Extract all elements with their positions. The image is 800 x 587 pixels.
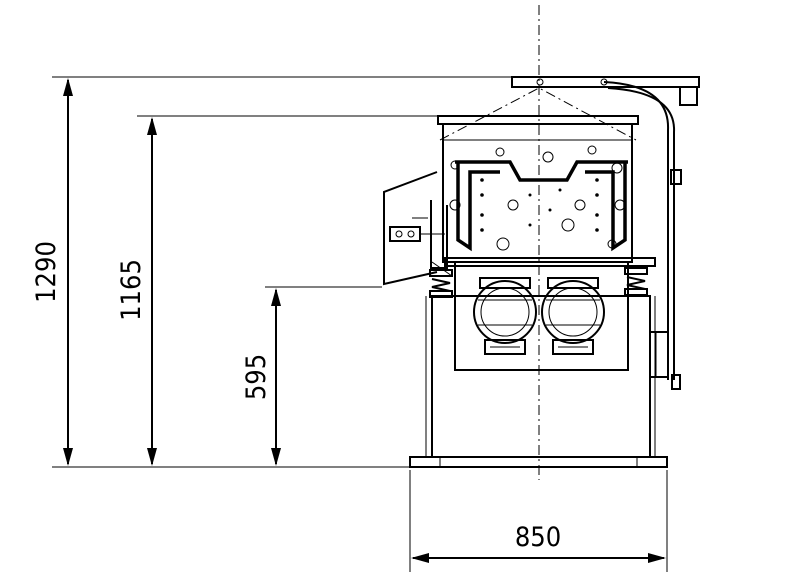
overhead-rail <box>511 76 700 390</box>
motor-left <box>473 277 537 355</box>
dimension-595: 595 <box>241 286 382 466</box>
outlet-door <box>383 171 453 286</box>
motor-right <box>541 277 605 355</box>
support-stand <box>425 295 656 458</box>
dimension-label-1165: 1165 <box>116 259 147 321</box>
dimension-1290: 1290 <box>31 76 520 468</box>
drum-body <box>437 87 639 263</box>
dimension-label-595: 595 <box>241 354 272 400</box>
vibrator-frame <box>444 257 656 371</box>
dimension-label-850: 850 <box>515 522 561 553</box>
dimension-1165: 1165 <box>116 115 440 466</box>
dimension-850: 850 <box>409 470 668 572</box>
spring-right <box>624 267 648 296</box>
dimension-label-1290: 1290 <box>31 241 62 303</box>
outlet-pipe <box>649 331 669 378</box>
drum-holes <box>449 145 626 251</box>
